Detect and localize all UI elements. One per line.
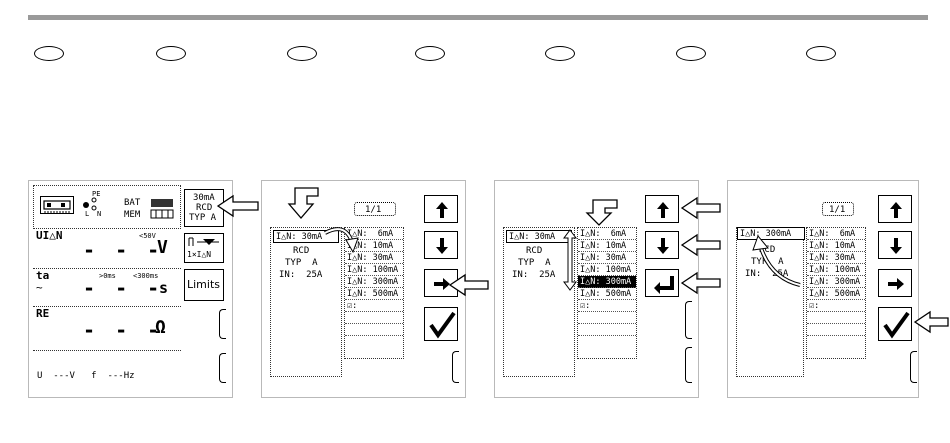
page-indicator: 1/1 xyxy=(354,202,396,216)
list-item[interactable]: I△N: 300mA xyxy=(807,276,865,288)
ta-symbol: ~ xyxy=(36,281,43,294)
step-marker-5 xyxy=(545,46,575,61)
step-markers xyxy=(0,0,950,100)
ta-unit: s xyxy=(159,279,169,297)
softkey-slot-2[interactable] xyxy=(685,347,692,383)
list-item[interactable]: I△N: 100mA xyxy=(345,264,403,276)
re-row: RE - - - Ω xyxy=(33,307,181,351)
ui-value: - - - xyxy=(83,238,164,262)
page-indicator: 1/1 xyxy=(822,202,854,216)
l-label: L xyxy=(85,210,90,218)
right-button[interactable] xyxy=(424,269,458,297)
ta-range-min: >0ms xyxy=(99,272,116,280)
current-idn-highlight: I△N: 30mA xyxy=(273,230,339,243)
list-item[interactable]: I△N: 6mA xyxy=(345,228,403,240)
list-item[interactable]: ☑: xyxy=(345,300,403,312)
re-label: RE xyxy=(36,307,50,320)
up-button[interactable] xyxy=(424,195,458,223)
ui-row: UI△N <50V - - - V xyxy=(33,229,181,269)
list-item[interactable]: I△N: 100mA xyxy=(578,264,636,276)
down-button[interactable] xyxy=(878,231,912,259)
list-item[interactable]: I△N: 10mA xyxy=(578,240,636,252)
options-list: I△N: 6mA I△N: 10mA I△N: 30mA I△N: 100mA … xyxy=(806,227,866,359)
current-idn-highlight: I△N: 300mA xyxy=(737,227,805,240)
down-button[interactable] xyxy=(424,231,458,259)
options-list: I△N: 6mA I△N: 10mA I△N: 30mA I△N: 100mA … xyxy=(577,227,637,359)
list-item[interactable]: I△N: 500mA xyxy=(345,288,403,300)
step-marker-4 xyxy=(415,46,445,61)
list-item[interactable]: I△N: 6mA xyxy=(807,228,865,240)
rcd-select-screen-2: I△N: 30mA RCD TYP A IN: 25A I△N: 6mA I△N… xyxy=(494,180,699,398)
rcd-param-button[interactable]: 30mA RCD TYP A xyxy=(184,189,224,227)
current-params: I△N: 30mA RCD TYP A IN: 25A xyxy=(270,227,342,377)
softkey-slot[interactable] xyxy=(452,351,459,383)
n-label: N xyxy=(97,210,102,218)
list-item[interactable]: I△N: 300mA xyxy=(345,276,403,288)
top-rule xyxy=(28,15,928,20)
step-marker-7 xyxy=(806,46,836,61)
status-area: PE L N BAT MEM xyxy=(33,185,181,229)
list-item[interactable]: I△N: 10mA xyxy=(345,240,403,252)
list-item[interactable]: I△N: 30mA xyxy=(807,252,865,264)
current-params: I△N: 300mA RCD TYP A IN: 25A xyxy=(736,227,805,377)
re-value: - - - xyxy=(83,318,164,342)
list-item[interactable] xyxy=(807,324,865,336)
ui-limit: <50V xyxy=(139,232,156,240)
re-unit: Ω xyxy=(155,317,166,338)
rcd-select-screen: 1/1 I△N: 30mA RCD TYP A IN: 25A I△N: 6mA… xyxy=(261,180,466,398)
ui-unit: V xyxy=(157,237,168,258)
current-idn-highlight: I△N: 30mA xyxy=(506,230,572,243)
step-marker-3 xyxy=(287,46,317,61)
voltage-frequency-footer: U ---V f ---Hz xyxy=(37,371,135,381)
down-button[interactable] xyxy=(645,231,679,259)
limits-button[interactable]: Limits xyxy=(184,269,224,301)
confirm-button[interactable] xyxy=(424,307,458,341)
list-item[interactable]: I△N: 500mA xyxy=(578,288,636,300)
plug-connection-icon xyxy=(83,197,97,211)
ta-range-max: <300ms xyxy=(133,272,159,280)
right-button[interactable] xyxy=(878,269,912,297)
softkey-slot-1[interactable] xyxy=(219,309,226,339)
list-item[interactable]: I△N: 30mA xyxy=(578,252,636,264)
list-item[interactable]: I△N: 500mA xyxy=(807,288,865,300)
ramp-icon xyxy=(188,237,219,246)
list-item[interactable]: ☑: xyxy=(578,300,636,312)
measurement-screen: PE L N BAT MEM 30mA RCD TYP A UI△N <50V … xyxy=(28,180,233,398)
list-item[interactable] xyxy=(807,312,865,324)
step-marker-2 xyxy=(156,46,186,61)
bat-label: BAT xyxy=(124,198,141,208)
list-item[interactable]: I△N: 30mA xyxy=(345,252,403,264)
multiplier-button[interactable]: 1×I△N xyxy=(184,233,224,263)
list-item[interactable] xyxy=(345,312,403,324)
ui-label: UI△N xyxy=(36,229,63,242)
current-params: I△N: 30mA RCD TYP A IN: 25A xyxy=(503,227,575,377)
list-item[interactable] xyxy=(578,324,636,336)
battery-device-icon xyxy=(40,196,74,214)
list-item[interactable]: I△N: 10mA xyxy=(807,240,865,252)
pe-label: PE xyxy=(92,190,101,198)
up-button[interactable] xyxy=(878,195,912,223)
softkey-slot[interactable] xyxy=(910,351,917,383)
list-item-selected[interactable]: I△N: 300mA xyxy=(578,276,636,288)
hand-pointer-icon xyxy=(913,310,949,334)
list-item[interactable]: I△N: 6mA xyxy=(578,228,636,240)
softkey-slot-1[interactable] xyxy=(685,301,692,339)
list-item[interactable]: I△N: 100mA xyxy=(807,264,865,276)
mem-label: MEM xyxy=(124,210,141,220)
softkey-slot-2[interactable] xyxy=(219,353,226,383)
enter-button[interactable] xyxy=(645,269,679,297)
list-item[interactable] xyxy=(578,312,636,324)
ta-label: ta xyxy=(36,269,50,282)
rcd-confirm-screen: 1/1 I△N: 300mA RCD TYP A IN: 25A I△N: 6m… xyxy=(727,180,919,398)
confirm-button[interactable] xyxy=(878,307,912,341)
options-list: I△N: 6mA I△N: 10mA I△N: 30mA I△N: 100mA … xyxy=(344,227,404,359)
ta-row: ta ~ >0ms <300ms - - - s xyxy=(33,269,181,307)
step-marker-1 xyxy=(34,46,64,61)
up-button[interactable] xyxy=(645,195,679,223)
memory-battery-icon xyxy=(150,199,174,219)
list-item[interactable] xyxy=(345,324,403,336)
list-item[interactable]: ☑: xyxy=(807,300,865,312)
step-marker-6 xyxy=(676,46,706,61)
ta-value: - - - xyxy=(83,276,164,300)
